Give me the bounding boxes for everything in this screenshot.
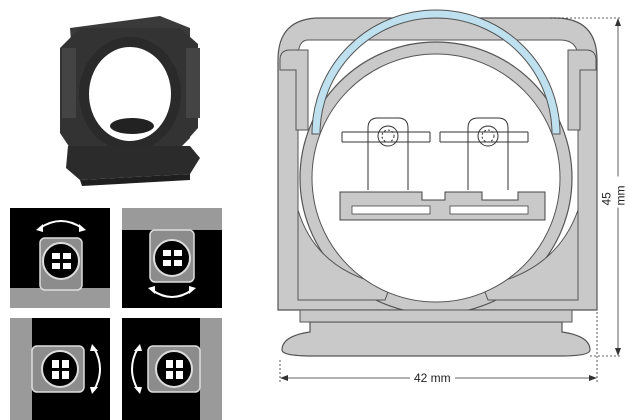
mounting-foot [281, 321, 591, 357]
terminal-right [439, 117, 529, 190]
orientation-view-top [10, 208, 110, 308]
rotate-arrow-icon [90, 344, 101, 394]
rotate-arrow-icon [36, 220, 86, 232]
orientation-view-right [10, 318, 110, 420]
rotate-arrow-icon [148, 286, 196, 298]
product-photo [40, 8, 230, 188]
width-dimension-label: 42 mm [410, 371, 455, 385]
orientation-view-bottom [122, 208, 222, 308]
orientation-view-left [122, 318, 222, 420]
terminal-left [341, 117, 431, 190]
height-dimension-label: 45 mm [599, 176, 628, 208]
rotate-arrow-icon [131, 344, 142, 394]
tube-section [311, 9, 561, 135]
cross-section-drawing: 45 mm 42 mm [260, 0, 629, 420]
